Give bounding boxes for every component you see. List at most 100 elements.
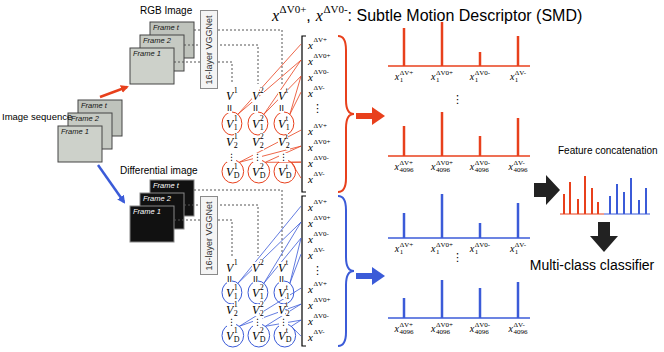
selection-circle xyxy=(222,112,242,135)
frame-label: Frame 2 xyxy=(143,37,171,45)
ellipsis: ⋮ xyxy=(227,153,236,162)
network-box: 16-layer VGGNet xyxy=(200,196,218,275)
vector-symbol: V xyxy=(226,90,233,102)
vector-symbol: t xyxy=(286,133,288,141)
axis-label: x xyxy=(470,72,474,82)
feature-entry: x xyxy=(308,300,313,311)
frame-label: Frame 2 xyxy=(143,195,171,203)
frame xyxy=(130,48,174,84)
axis-label: ΔV0- xyxy=(475,70,490,77)
feature-entry: x xyxy=(308,40,313,51)
block-arrow xyxy=(590,222,618,252)
frame-label: Frame 2 xyxy=(71,115,99,123)
vector-symbol: t xyxy=(286,301,288,309)
axis-label: 1 xyxy=(475,249,479,256)
vector-symbol: V xyxy=(252,136,259,148)
mapping-line xyxy=(291,320,301,326)
arrow-head xyxy=(372,267,385,285)
axis-label: ΔV+ xyxy=(400,242,414,249)
axis-label: x xyxy=(395,244,399,254)
vector-symbol: V xyxy=(252,262,259,274)
vector-symbol: t xyxy=(286,259,288,267)
frame-label: Frame t xyxy=(153,182,179,190)
network-label: 16-layer VGGNet xyxy=(205,201,214,270)
vector-symbol: V xyxy=(252,90,259,102)
vector-symbol: V xyxy=(278,118,285,130)
mapping-line xyxy=(238,222,301,283)
brace xyxy=(338,196,354,346)
axis-label: x xyxy=(395,324,399,334)
mapping-line xyxy=(290,238,301,283)
selection-circle xyxy=(248,324,270,347)
axis-label: 1 xyxy=(515,249,519,256)
axis-label: 4096 xyxy=(436,329,450,336)
arrow-head xyxy=(372,107,385,125)
vector-symbol: 1 xyxy=(234,327,238,335)
mapping-line xyxy=(264,238,301,283)
ellipsis: ⋮ xyxy=(452,252,463,263)
frame-label: Frame 1 xyxy=(133,208,161,216)
feature-entry: ΔV0- xyxy=(313,69,328,76)
equals-sign: II xyxy=(227,104,232,113)
vector-symbol: D xyxy=(286,336,292,344)
mapping-line xyxy=(238,44,301,114)
axis-label: x xyxy=(510,72,514,82)
dotted-link xyxy=(174,30,282,256)
vector-symbol: 1 xyxy=(234,293,238,301)
axis-label: x xyxy=(509,162,513,172)
vector-symbol: 1 xyxy=(234,124,238,132)
frame-stack xyxy=(130,180,194,242)
axis-label: x xyxy=(395,72,399,82)
axis-label: 4096 xyxy=(399,167,413,174)
vector-symbol: V xyxy=(278,136,285,148)
ellipsis: ⋮ xyxy=(279,318,288,327)
feature-entry: x xyxy=(308,234,313,245)
vector-symbol: 2 xyxy=(260,284,264,292)
feature-entry: ΔV+ xyxy=(313,199,327,206)
axis-label: ΔV0- xyxy=(475,322,490,329)
feature-entry: x xyxy=(308,218,313,229)
axis-label: x xyxy=(431,72,435,82)
title-symbol: ΔV0+ xyxy=(280,4,307,15)
vector-symbol: V xyxy=(226,287,233,299)
vector-symbol: V xyxy=(226,118,233,130)
feature-entry: x xyxy=(308,202,313,213)
vector-symbol: 2 xyxy=(260,301,264,309)
ellipsis: ⋮ xyxy=(253,318,262,327)
vector-symbol: D xyxy=(234,336,240,344)
feature-entry: ΔV- xyxy=(313,85,324,92)
vector-symbol: D xyxy=(260,336,266,344)
vector-symbol: V xyxy=(278,262,285,274)
axis-label: x xyxy=(431,244,435,254)
axis-label: x xyxy=(470,162,474,172)
axis-label: ΔV0+ xyxy=(436,242,453,249)
vector-symbol: 1 xyxy=(234,163,238,171)
axis-label: ΔV+ xyxy=(399,160,413,167)
axis-label: ΔV+ xyxy=(399,322,413,329)
axis-label: x xyxy=(431,162,435,172)
feature-entry: ΔV- xyxy=(313,329,324,336)
axis-label: 4096 xyxy=(475,167,489,174)
ellipsis: ⋮ xyxy=(227,318,236,327)
vector-symbol: 2 xyxy=(260,87,264,95)
feature-entry: x xyxy=(308,56,313,67)
network-box: 16-layer VGGNet xyxy=(200,10,218,89)
vector-symbol: t xyxy=(286,163,288,171)
vector-symbol: D xyxy=(286,172,292,180)
axis-label: 1 xyxy=(400,77,404,84)
arrow xyxy=(356,273,373,279)
feature-entry: x xyxy=(308,72,313,83)
vector-symbol: 2 xyxy=(286,310,290,318)
axis-label: 1 xyxy=(400,249,404,256)
equals-sign: II xyxy=(227,275,232,284)
network-label: 16-layer VGGNet xyxy=(205,15,214,84)
vector-symbol: V xyxy=(252,287,259,299)
stack-label: RGB Image xyxy=(140,6,192,16)
mapping-line xyxy=(291,326,301,336)
feature-entry: ΔV0+ xyxy=(313,139,330,146)
mapping-line xyxy=(239,146,301,162)
vector-symbol: 1 xyxy=(234,301,238,309)
axis-label: 1 xyxy=(475,77,479,84)
axis-label: ΔV0+ xyxy=(436,160,453,167)
mapping-line xyxy=(264,76,301,114)
